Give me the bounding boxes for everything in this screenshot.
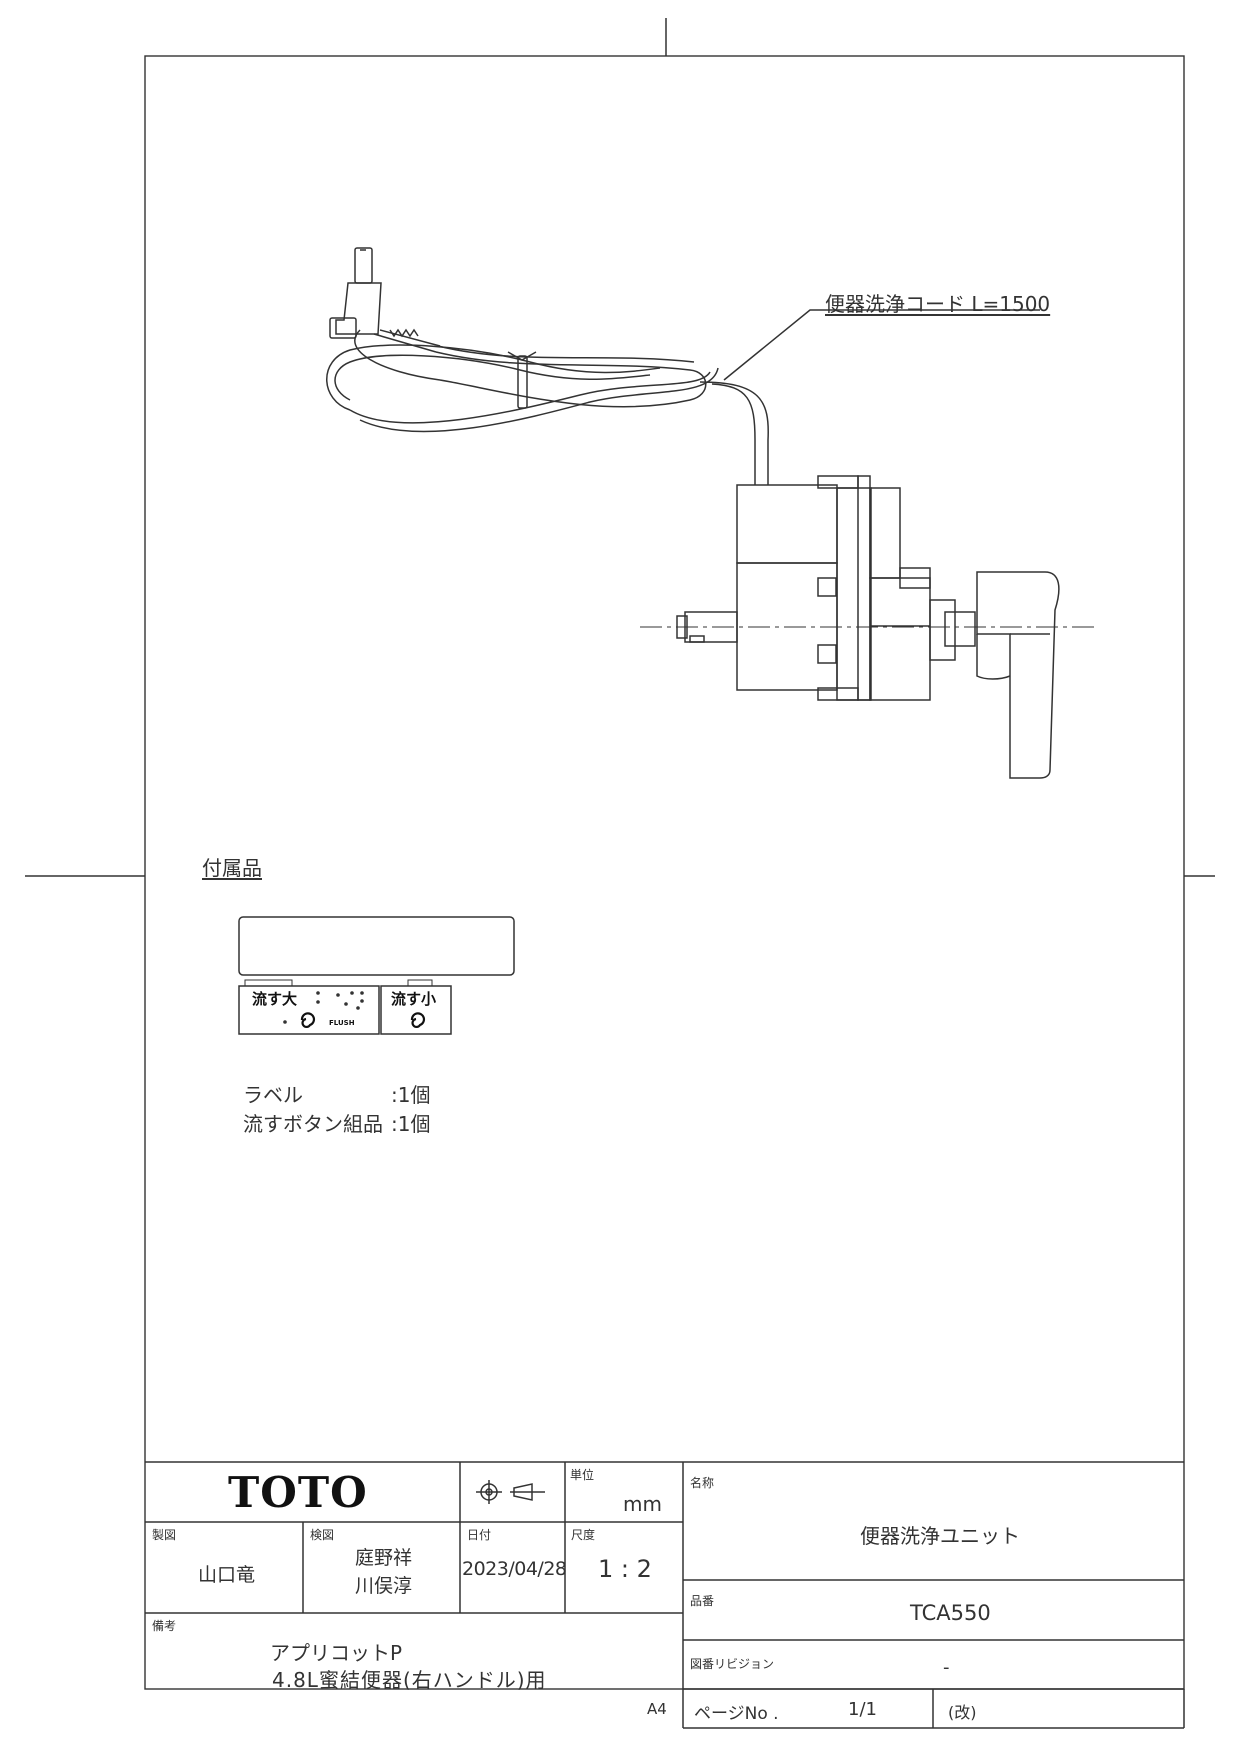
paper-size: A4 [647,1700,667,1718]
checker-name-1: 庭野祥 [355,1547,413,1569]
unit-label: 単位 [570,1468,595,1482]
unit-value: mm [623,1492,662,1516]
page-label: ページNo . [694,1704,779,1724]
accessory-item-qty: :1個 [391,1112,431,1136]
checker-label: 検図 [310,1528,335,1542]
checker-name-2: 川俣淳 [355,1575,413,1597]
remarks-line-1: アプリコットP [270,1641,403,1665]
designer-label: 製図 [152,1528,177,1542]
revision-value: - [943,1657,950,1678]
date-label: 日付 [467,1528,492,1542]
toto-logo: TOTO [228,1468,368,1517]
scale-label: 尺度 [571,1528,596,1542]
flush-small-button-label: 流す小 [391,990,437,1008]
page-number: 1/1 [848,1699,877,1720]
flush-large-button-label: 流す大 [252,990,298,1008]
product-name: 便器洗浄ユニット [860,1524,1020,1548]
part-no-label: 品番 [690,1594,715,1608]
accessories-heading: 付属品 [202,856,262,880]
remarks-line-2: 4.8L蜜結便器(右ハンドル)用 [272,1668,547,1692]
flush-text: FLUSH [329,1019,355,1027]
page-suffix: (改) [948,1703,977,1722]
date-value: 2023/04/28 [462,1558,567,1580]
name-label: 名称 [690,1476,715,1490]
scale-value: 1 : 2 [598,1555,652,1583]
accessory-item-name: 流すボタン組品 [243,1112,383,1136]
revision-label: 図番リビジョン [690,1657,775,1671]
accessory-item-qty: :1個 [391,1083,431,1107]
part-no: TCA550 [910,1601,991,1625]
cord-label: 便器洗浄コード L=1500 [825,292,1051,316]
accessory-item-name: ラベル [243,1083,303,1107]
designer-name: 山口竜 [198,1564,256,1586]
remarks-label: 備考 [152,1619,177,1633]
